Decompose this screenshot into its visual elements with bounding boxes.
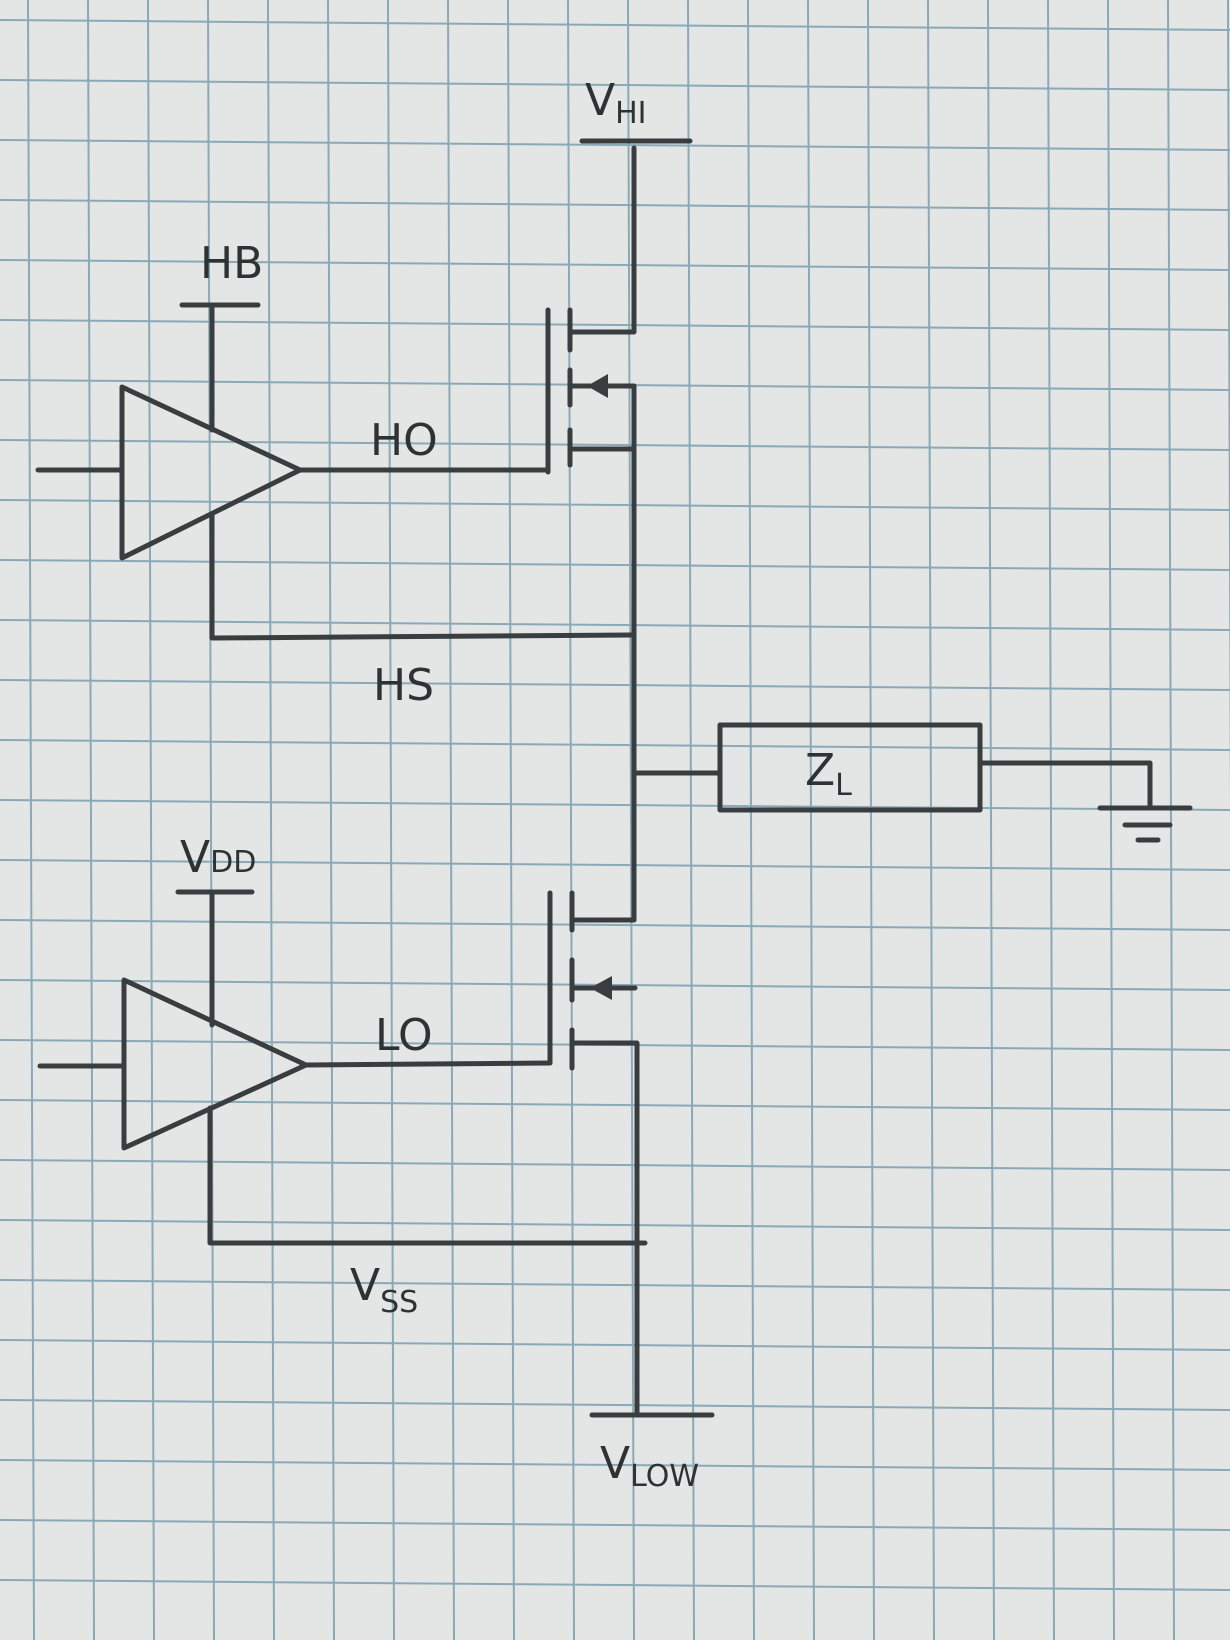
grid-line-vertical xyxy=(507,0,515,1640)
lo-label: LO xyxy=(375,1010,433,1061)
v-dd-label: VDD xyxy=(180,832,256,883)
net-labels: VHI HB HO HS ZL VDD LO VSS VLOW xyxy=(180,75,852,1494)
hs-return-wire xyxy=(209,512,635,641)
grid-line-vertical xyxy=(147,0,155,1640)
grid-line-vertical xyxy=(747,0,755,1640)
grid-line-vertical xyxy=(1107,0,1115,1640)
grid-line-horizontal xyxy=(0,1099,1230,1111)
high-side-body-arrow xyxy=(587,374,608,398)
low-side-mosfet xyxy=(547,890,715,1418)
grid-line-vertical xyxy=(1167,0,1175,1640)
grid-line-vertical xyxy=(207,0,215,1640)
high-side-drain-lead xyxy=(567,145,637,335)
grid-line-horizontal xyxy=(0,859,1230,871)
grid-line-horizontal xyxy=(0,919,1230,931)
low-side-drain-lead xyxy=(569,892,637,923)
grid-line-vertical xyxy=(867,0,875,1640)
grid-line-vertical xyxy=(927,0,935,1640)
grid-line-horizontal xyxy=(0,799,1230,811)
grid-line-vertical xyxy=(807,0,815,1640)
grid-line-vertical xyxy=(27,0,35,1640)
grid-line-vertical xyxy=(627,0,635,1640)
grid-line-horizontal xyxy=(0,259,1230,271)
v-low-label: VLOW xyxy=(600,1438,699,1494)
grid-line-horizontal xyxy=(0,1459,1230,1471)
grid-line-vertical xyxy=(447,0,455,1640)
grid-line-vertical xyxy=(327,0,335,1640)
high-side-mosfet xyxy=(545,138,693,475)
grid-line-horizontal xyxy=(0,319,1230,331)
grid-line-horizontal xyxy=(0,1219,1230,1231)
grid-line-vertical xyxy=(1047,0,1055,1640)
grid-line-horizontal xyxy=(0,1519,1230,1531)
grid-line-horizontal xyxy=(0,139,1230,151)
grid-line-horizontal xyxy=(0,619,1230,631)
grid-line-vertical xyxy=(987,0,995,1640)
grid-line-vertical xyxy=(387,0,395,1640)
grid-line-horizontal xyxy=(0,559,1230,571)
ho-label: HO xyxy=(370,415,438,466)
grid-line-horizontal xyxy=(0,679,1230,691)
hb-label: HB xyxy=(200,238,263,289)
grid-line-horizontal xyxy=(0,1159,1230,1171)
lo-output-wire xyxy=(303,1060,553,1068)
z-l-label: ZL xyxy=(805,745,852,803)
hs-label: HS xyxy=(373,660,434,711)
v-hi-label: VHI xyxy=(585,75,647,131)
grid-line-vertical xyxy=(87,0,95,1640)
load-ground-wire xyxy=(977,760,1153,811)
load-impedance-box xyxy=(717,722,983,813)
grid-line-horizontal xyxy=(0,1399,1230,1411)
grid-line-horizontal xyxy=(0,979,1230,991)
low-side-source-lead xyxy=(569,1040,640,1418)
grid-line-horizontal xyxy=(0,439,1230,451)
low-side-body-arrow xyxy=(590,976,612,1000)
v-ss-return-wire xyxy=(207,1105,648,1246)
grid-line-horizontal xyxy=(0,499,1230,511)
grid-line-vertical xyxy=(687,0,695,1640)
grid-line-horizontal xyxy=(0,79,1230,91)
grid-line-horizontal xyxy=(0,1279,1230,1291)
grid-line-horizontal xyxy=(0,739,1230,751)
grid-line-vertical xyxy=(567,0,575,1640)
grid-line-horizontal xyxy=(0,1579,1230,1591)
grid-line-horizontal xyxy=(0,19,1230,31)
grid-line-vertical xyxy=(267,0,275,1640)
grid-line-horizontal xyxy=(0,1339,1230,1351)
low-side-driver xyxy=(37,889,648,1246)
v-ss-label: VSS xyxy=(350,1260,418,1320)
grid-line-vertical xyxy=(1227,0,1230,821)
high-side-driver xyxy=(35,302,635,641)
switch-node xyxy=(631,383,1193,923)
grid-line-horizontal xyxy=(0,199,1230,211)
